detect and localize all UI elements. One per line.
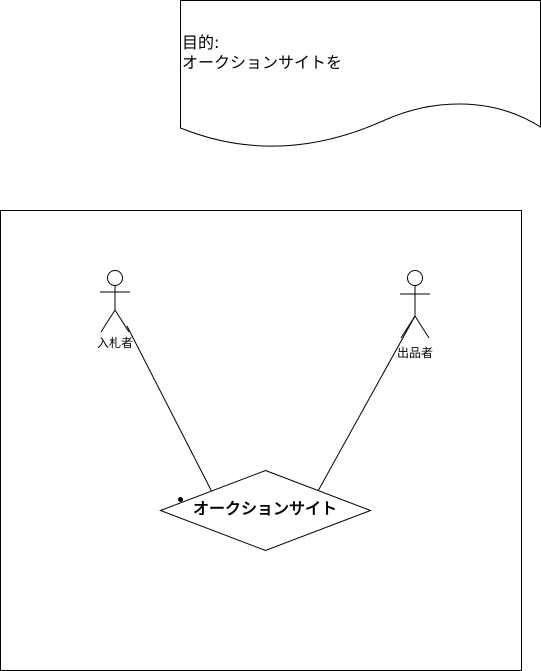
- actor-seller[interactable]: [400, 270, 430, 339]
- actor-bidder-leg-left: [100, 309, 116, 333]
- association-seller[interactable]: [317, 315, 416, 492]
- note-shape[interactable]: [180, 0, 541, 147]
- note-text: 目的: オークションサイトを: [182, 33, 342, 73]
- usecase-label: オークションサイト: [192, 499, 337, 518]
- actor-bidder-label: 入札者: [97, 336, 134, 350]
- actor-bidder-leg-right: [114, 309, 130, 333]
- note-line-1: 目的:: [182, 33, 220, 52]
- actor-seller-head: [407, 270, 423, 286]
- actor-seller-leg-right: [414, 315, 430, 339]
- actor-bidder-head: [107, 270, 123, 286]
- usecase-diamond[interactable]: [159, 469, 372, 552]
- note-line-2: オークションサイトを: [182, 53, 343, 72]
- actor-bidder[interactable]: [100, 270, 130, 333]
- system-boundary[interactable]: [0, 210, 522, 671]
- association-bidder[interactable]: [126, 325, 213, 493]
- connection-dot: [178, 497, 183, 502]
- actor-seller-label: 出品者: [397, 346, 434, 360]
